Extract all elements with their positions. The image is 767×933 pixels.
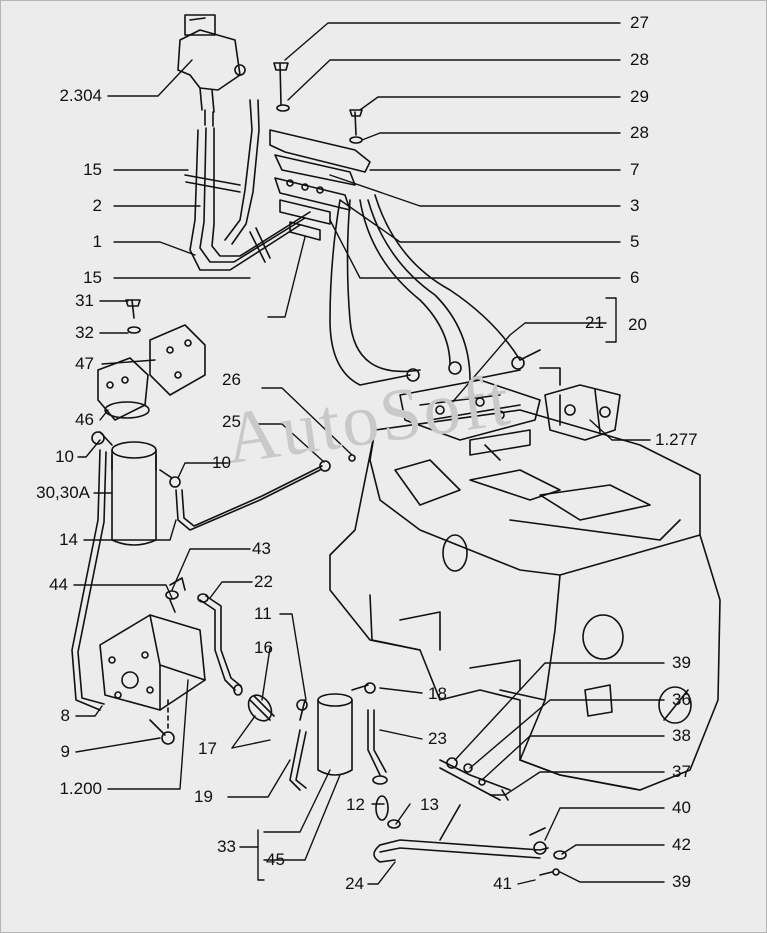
callout-43: 43 <box>252 539 271 558</box>
callout-13: 13 <box>420 795 439 814</box>
callout-47: 47 <box>75 354 94 373</box>
callout-15-upper: 15 <box>83 160 102 179</box>
callout-42: 42 <box>672 835 691 854</box>
callout-46: 46 <box>75 410 94 429</box>
callout-45: 45 <box>266 850 285 869</box>
callout-23: 23 <box>428 729 447 748</box>
callout-6: 6 <box>630 268 640 287</box>
callout-44: 44 <box>49 575 68 594</box>
callout-1-200: 1.200 <box>59 779 102 798</box>
return-pipe <box>373 757 567 876</box>
callout-15-lower: 15 <box>83 268 102 287</box>
distributor-block <box>399 367 621 461</box>
callout-19: 19 <box>194 787 213 806</box>
callout-5: 5 <box>630 232 640 251</box>
callout-28-lower: 28 <box>630 123 649 142</box>
callout-2-304: 2.304 <box>59 86 102 105</box>
control-valve <box>177 14 246 127</box>
callout-27: 27 <box>630 13 649 32</box>
callout-9: 9 <box>60 742 70 761</box>
callout-22: 22 <box>254 572 273 591</box>
callout-39-upper: 39 <box>672 653 691 672</box>
callout-38: 38 <box>672 726 691 745</box>
callout-17: 17 <box>198 739 217 758</box>
callout-33: 33 <box>217 837 236 856</box>
callout-36: 36 <box>672 690 691 709</box>
callout-3: 3 <box>630 196 640 215</box>
filter-assembly <box>91 299 206 546</box>
callout-25: 25 <box>222 412 241 431</box>
callout-8: 8 <box>60 706 70 725</box>
callout-2: 2 <box>92 196 102 215</box>
leader-lines <box>73 22 665 885</box>
callout-32: 32 <box>75 323 94 342</box>
callout-28-upper: 28 <box>630 50 649 69</box>
callout-11: 11 <box>254 604 272 623</box>
callout-40: 40 <box>672 798 691 817</box>
filter-hoses <box>71 449 356 711</box>
callout-1: 1 <box>92 232 102 251</box>
hose-bundle-upper <box>184 99 311 271</box>
hose-bundle-lower <box>329 194 541 386</box>
hydraulic-pump <box>99 577 206 745</box>
callout-39-lower: 39 <box>672 872 691 891</box>
callout-30-30a: 30,30A <box>36 483 90 502</box>
callout-37: 37 <box>672 762 691 781</box>
callout-14: 14 <box>59 530 78 549</box>
callout-41: 41 <box>493 874 512 893</box>
callout-31: 31 <box>75 291 94 310</box>
callout-20: 20 <box>628 315 647 334</box>
callout-24: 24 <box>345 874 364 893</box>
callout-16: 16 <box>254 638 273 657</box>
suction-hoses <box>197 593 401 829</box>
callout-12: 12 <box>346 795 365 814</box>
transmission-housing <box>329 409 721 791</box>
callout-10-right: 10 <box>212 453 231 472</box>
callout-29: 29 <box>630 87 649 106</box>
callout-18: 18 <box>428 684 447 703</box>
pipe-bracket <box>269 62 371 241</box>
callout-7: 7 <box>630 160 640 179</box>
callout-1-277: 1.277 <box>655 430 698 449</box>
callout-10-left: 10 <box>55 447 74 466</box>
callout-26: 26 <box>222 370 241 389</box>
callout-21: 21 <box>585 313 604 332</box>
